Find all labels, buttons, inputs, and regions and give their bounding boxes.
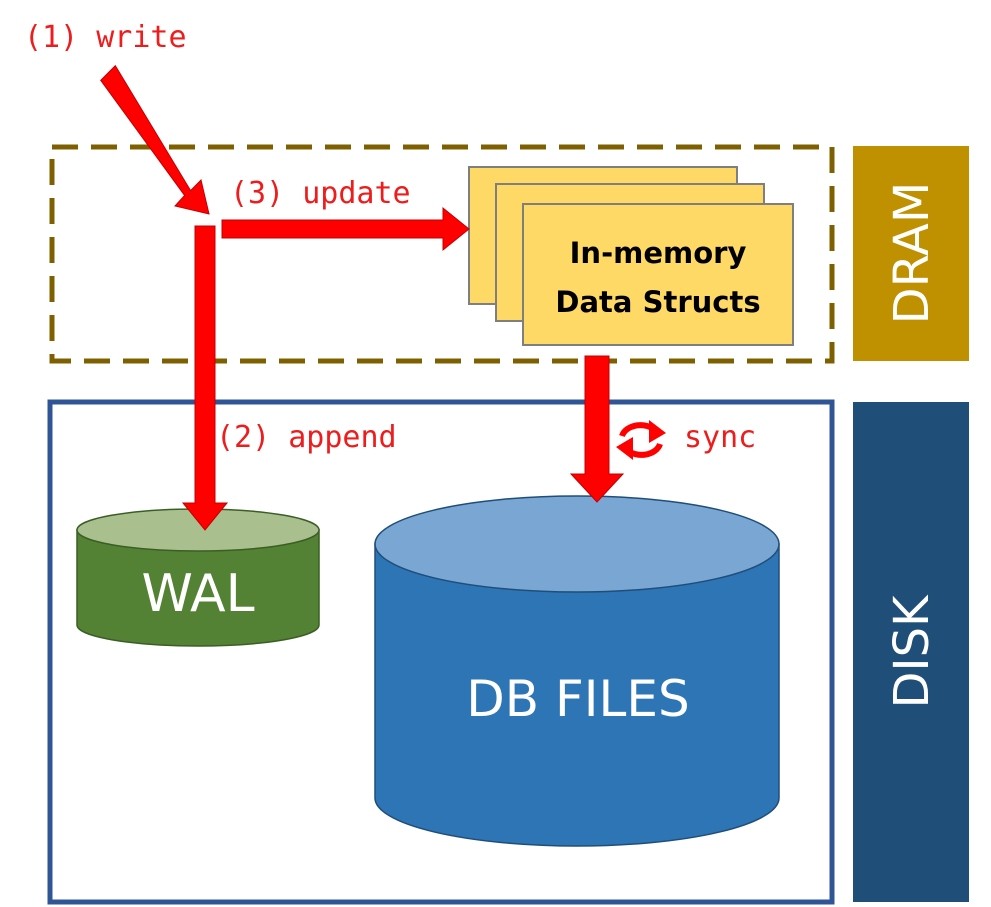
append-arrow	[181, 225, 229, 531]
dram-label: DRAM	[884, 182, 940, 325]
wal-label: WAL	[141, 564, 254, 624]
db-files-label: DB FILES	[466, 670, 689, 728]
dram-band	[853, 146, 969, 361]
update-label: (3) update	[230, 176, 411, 211]
write-label: (1) write	[24, 20, 187, 55]
memory-box-front	[522, 203, 794, 346]
disk-band	[853, 402, 969, 902]
disk-label: DISK	[884, 594, 940, 709]
dram-region	[49, 144, 835, 364]
sync-cycle-icon	[616, 420, 666, 460]
sync-label: sync	[684, 420, 756, 455]
db-files-cylinder	[374, 495, 780, 847]
memory-box-line1: In-memory	[570, 236, 747, 270]
disk-region	[47, 399, 835, 905]
append-label: (2) append	[216, 420, 397, 455]
wal-cylinder	[76, 508, 320, 647]
memory-box-line2: Data Structs	[555, 285, 760, 319]
write-arrow	[100, 64, 210, 215]
sync-arrow	[569, 355, 625, 503]
update-arrow	[221, 206, 470, 252]
